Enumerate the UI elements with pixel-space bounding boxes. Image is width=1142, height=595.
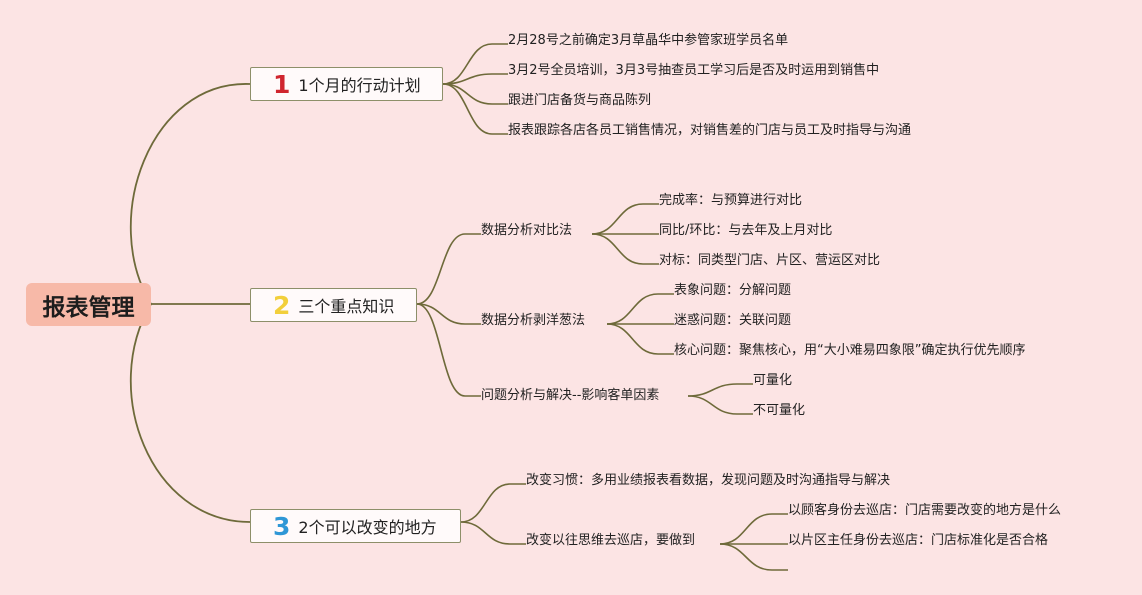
link-knowledge-group-1 [416,303,481,325]
method-onion-peeling: 数据分析剥洋葱法 [481,313,586,328]
number-three-icon: 3 [273,511,291,541]
topic-key-knowledge[interactable]: 2 三个重点知识 [250,288,417,322]
link-change-group-1 [460,521,526,545]
factor-quantifiable: 可量化 [753,373,793,388]
topic-label: 2个可以改变的地方 [298,518,437,537]
plan-item-4: 报表跟踪各店各员工销售情况，对销售差的门店与员工及时指导与沟通 [508,123,912,138]
link-onion-item-0 [606,293,674,325]
patrol-item-1: 以顾客身份去巡店：门店需要改变的地方是什么 [788,503,1062,518]
plan-item-2: 3月2号全员培训，3月3号抽查员工学习后是否及时运用到销售中 [508,63,880,78]
comparison-item-2: 同比/环比：与去年及上月对比 [659,223,833,238]
onion-item-3: 核心问题：聚焦核心，用“大小难易四象限”确定执行优先顺序 [674,343,1026,358]
change-patrol-thinking: 改变以往思维去巡店，要做到 [526,533,696,548]
root-node[interactable]: 报表管理 [26,283,151,326]
link-plan-item-1 [442,73,508,85]
factor-unquantifiable: 不可量化 [753,403,806,418]
link-root-topic1 [129,83,251,305]
link-knowledge-group-0 [416,233,481,305]
number-two-icon: 2 [273,290,291,320]
topic-label: 1个月的行动计划 [298,76,421,95]
comparison-item-3: 对标：同类型门店、片区、营运区对比 [659,253,881,268]
plan-item-3: 跟进门店备货与商品陈列 [508,93,652,108]
link-comparison-item-0 [591,203,659,235]
link-patrol-item-2 [719,543,788,571]
change-habit: 改变习惯：多用业绩报表看数据，发现问题及时沟通指导与解决 [526,473,891,488]
onion-item-1: 表象问题：分解问题 [674,283,792,298]
patrol-item-2: 以片区主任身份去巡店：门店标准化是否合格 [788,533,1049,548]
topic-action-plan[interactable]: 1 1个月的行动计划 [250,67,443,101]
topic-label: 三个重点知识 [298,297,395,316]
link-onion-item-2 [606,323,674,355]
method-comparison: 数据分析对比法 [481,223,573,238]
topic-changes[interactable]: 3 2个可以改变的地方 [250,509,461,543]
comparison-item-1: 完成率：与预算进行对比 [659,193,803,208]
link-plan-item-3 [442,83,508,135]
plan-item-1: 2月28号之前确定3月草晶华中参管家班学员名单 [508,33,789,48]
link-plan-item-2 [442,83,508,105]
number-one-icon: 1 [273,69,291,99]
method-problem-solving: 问题分析与解决--影响客单因素 [481,388,660,403]
link-plan-item-0 [442,43,508,85]
link-factor-item-1 [687,395,753,415]
link-factor-item-0 [687,383,753,397]
link-change-group-0 [460,483,526,523]
link-knowledge-group-2 [416,303,481,397]
link-root-topic3 [129,303,251,523]
link-comparison-item-2 [591,233,659,265]
onion-item-2: 迷惑问题：关联问题 [674,313,792,328]
link-patrol-item-0 [719,513,788,545]
